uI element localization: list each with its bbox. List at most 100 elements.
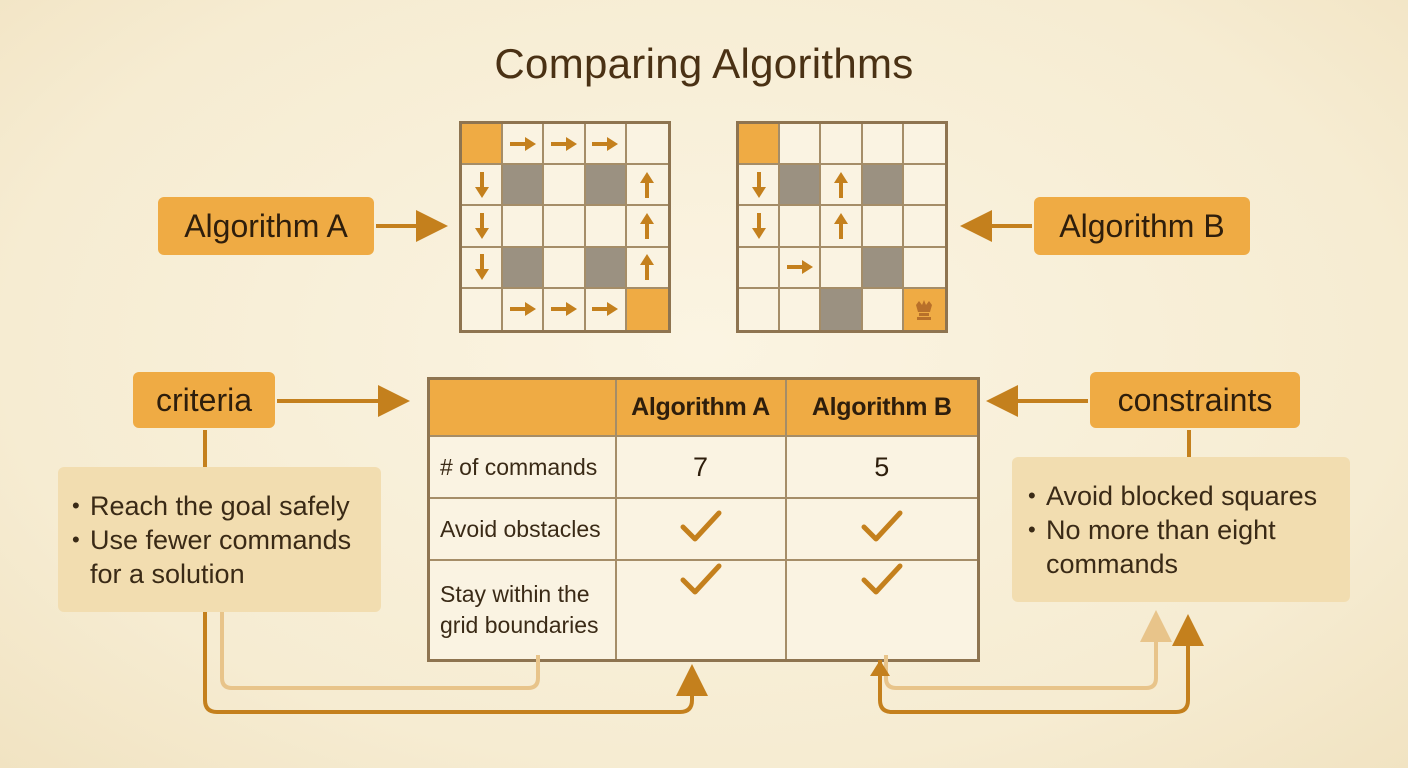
grid-cell xyxy=(585,165,627,207)
grid-cell xyxy=(585,206,627,248)
grid-cell xyxy=(739,165,781,207)
cell-b-commands: 5 xyxy=(784,435,980,499)
grid-cell xyxy=(780,124,822,166)
arrow-down-icon xyxy=(750,211,768,241)
table-header-row: Algorithm A Algorithm B xyxy=(427,377,980,437)
grid-cell xyxy=(544,206,586,248)
grid-cell xyxy=(780,247,822,289)
constraints-item: No more than eight commands xyxy=(1028,513,1334,581)
grid-cell xyxy=(462,206,504,248)
row-label-boundaries: Stay within the grid boundaries xyxy=(427,559,617,662)
crown-icon xyxy=(913,297,935,321)
grid-cell xyxy=(780,206,822,248)
grid-cell xyxy=(544,165,586,207)
grid-cell xyxy=(462,247,504,289)
table-header-algorithm-a: Algorithm A xyxy=(614,377,787,437)
arrow-right-icon xyxy=(508,300,538,318)
criteria-label: criteria xyxy=(133,372,275,428)
grid-cell xyxy=(544,288,586,330)
grid-cell xyxy=(503,124,545,166)
grid-cell xyxy=(780,288,822,330)
arrow-up-icon xyxy=(638,170,656,200)
row-label-commands: # of commands xyxy=(427,435,617,499)
criteria-list: Reach the goal safely Use fewer commands… xyxy=(58,467,381,612)
table-row: Stay within the grid boundaries xyxy=(427,559,980,662)
diagram-title: Comparing Algorithms xyxy=(494,40,914,87)
table-header-algorithm-b: Algorithm B xyxy=(784,377,980,437)
check-icon xyxy=(679,563,723,603)
criteria-item: Use fewer commands for a solution xyxy=(72,523,365,591)
grid-cell xyxy=(862,124,904,166)
check-icon xyxy=(860,563,904,603)
grid-cell xyxy=(626,248,668,289)
grid-cell xyxy=(903,248,945,289)
grid-cell xyxy=(903,206,945,248)
grid-cell xyxy=(503,288,545,330)
grid-cell xyxy=(503,206,545,248)
constraints-item: Avoid blocked squares xyxy=(1028,479,1334,513)
grid-cell xyxy=(503,165,545,207)
grid-cell xyxy=(462,165,504,207)
grid-cell xyxy=(780,165,822,207)
grid-cell xyxy=(903,288,945,330)
check-icon xyxy=(679,510,723,550)
grid-cell xyxy=(626,206,668,248)
grid-cell xyxy=(585,124,627,166)
grid-cell xyxy=(862,165,904,207)
arrow-down-icon xyxy=(473,211,491,241)
grid-cell xyxy=(862,247,904,289)
arrow-down-icon xyxy=(473,252,491,282)
cell-b-obstacles xyxy=(784,497,980,561)
arrow-up-icon xyxy=(832,170,850,200)
grid-cell xyxy=(862,206,904,248)
grid-cell xyxy=(739,247,781,289)
arrow-up-icon xyxy=(638,211,656,241)
arrow-right-icon xyxy=(508,135,538,153)
table-header-blank xyxy=(427,377,617,437)
grid-cell xyxy=(739,206,781,248)
arrow-up-icon xyxy=(638,252,656,282)
arrow-right-icon xyxy=(590,300,620,318)
cell-a-boundaries xyxy=(614,559,787,662)
algorithm-a-grid xyxy=(459,121,671,333)
cell-b-boundaries xyxy=(784,559,980,662)
arrow-right-icon xyxy=(590,135,620,153)
grid-cell xyxy=(586,288,627,330)
arrow-right-icon xyxy=(549,135,579,153)
arrow-right-icon xyxy=(785,258,815,276)
comparison-table: Algorithm A Algorithm B # of commands 7 … xyxy=(427,377,980,662)
arrow-right-icon xyxy=(549,300,579,318)
grid-cell xyxy=(821,288,863,330)
grid-cell xyxy=(626,165,668,207)
grid-cell xyxy=(821,124,863,166)
grid-cell xyxy=(626,288,668,330)
grid-cell xyxy=(462,288,504,330)
grid-cell xyxy=(626,124,668,166)
grid-cell xyxy=(503,247,545,289)
algorithm-b-grid xyxy=(736,121,948,333)
grid-cell xyxy=(739,124,781,166)
table-row: # of commands 7 5 xyxy=(427,435,980,499)
grid-cell xyxy=(863,288,904,330)
grid-cell xyxy=(462,124,504,166)
grid-cell xyxy=(821,165,863,207)
table-row: Avoid obstacles xyxy=(427,497,980,561)
constraints-label: constraints xyxy=(1090,372,1300,428)
criteria-item: Reach the goal safely xyxy=(72,489,365,523)
constraints-list: Avoid blocked squares No more than eight… xyxy=(1012,457,1350,602)
arrow-down-icon xyxy=(750,170,768,200)
algorithm-b-label: Algorithm B xyxy=(1034,197,1250,255)
grid-cell xyxy=(821,206,863,248)
grid-cell xyxy=(903,124,945,166)
algorithm-a-label: Algorithm A xyxy=(158,197,374,255)
row-label-obstacles: Avoid obstacles xyxy=(427,497,617,561)
arrow-down-icon xyxy=(473,170,491,200)
cell-a-obstacles xyxy=(614,497,787,561)
grid-cell xyxy=(739,288,781,330)
grid-cell xyxy=(544,124,586,166)
grid-cell xyxy=(903,165,945,207)
arrow-up-icon xyxy=(832,211,850,241)
cell-a-commands: 7 xyxy=(614,435,787,499)
grid-cell xyxy=(544,247,586,289)
grid-cell xyxy=(821,247,863,289)
